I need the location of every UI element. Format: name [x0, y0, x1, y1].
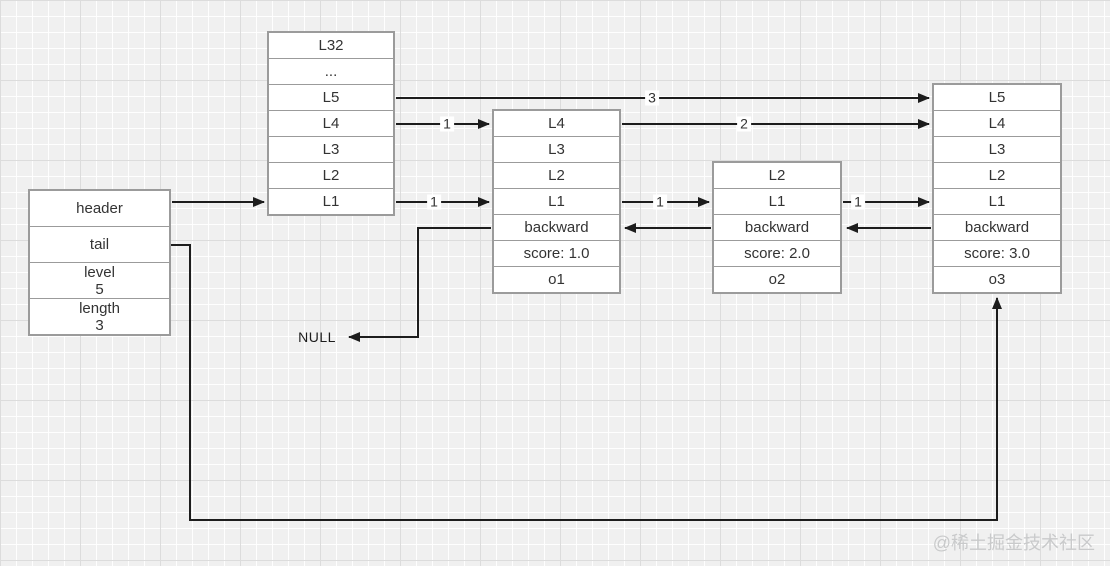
span-count-label-l4-a: 1 [440, 116, 454, 132]
cell-l32: L32 [318, 37, 344, 54]
level-field-label: level [84, 263, 115, 281]
span-count-label-l4-b: 2 [737, 116, 751, 132]
span-count-label-l1-c: 1 [851, 194, 865, 210]
arrow-tail-to-node3 [171, 244, 1002, 521]
span-count-label-l1-a: 1 [427, 194, 441, 210]
node1-cell-score: score: 1.0 [494, 240, 619, 266]
length-field-value: 3 [95, 316, 104, 334]
node1-cell-l3: L3 [494, 136, 619, 162]
length-field-label: length [79, 299, 120, 317]
cell-l1: L1 [269, 188, 393, 214]
node3-cell-score: score: 3.0 [934, 240, 1060, 266]
node2-cell-l1: L1 [714, 188, 840, 214]
skiplist-node-3: L5 L4 L3 L2 L1 backward score: 3.0 o3 [932, 83, 1062, 294]
length-field: length 3 [30, 298, 169, 334]
arrow-backward-node1-to-null [348, 227, 491, 342]
level-field: level 5 [30, 262, 169, 298]
node1-cell-backward: backward [494, 214, 619, 240]
null-label: NULL [298, 329, 336, 345]
header-field-label: header [76, 200, 123, 217]
cell-l2: L2 [269, 162, 393, 188]
cell-l5: L5 [269, 84, 393, 110]
node3-cell-l5: L5 [988, 89, 1006, 106]
span-count-label-l1-b: 1 [653, 194, 667, 210]
header-struct-box: header tail level 5 length 3 [28, 189, 171, 336]
level-field-value: 5 [95, 280, 104, 298]
tail-field: tail [30, 226, 169, 262]
node3-cell-backward: backward [934, 214, 1060, 240]
node3-cell-l2: L2 [934, 162, 1060, 188]
tail-field-label: tail [89, 236, 110, 253]
cell-l3: L3 [269, 136, 393, 162]
node3-cell-l3: L3 [934, 136, 1060, 162]
node2-cell-obj: o2 [714, 266, 840, 292]
watermark: @稀土掘金技术社区 [932, 533, 1095, 553]
node2-cell-backward: backward [714, 214, 840, 240]
header-field: header [30, 191, 169, 226]
node1-cell-l1: L1 [494, 188, 619, 214]
node1-cell-l2: L2 [494, 162, 619, 188]
node1-cell-obj: o1 [494, 266, 619, 292]
cell-l4: L4 [269, 110, 393, 136]
node2-cell-l2: L2 [768, 167, 786, 184]
node2-cell-score: score: 2.0 [714, 240, 840, 266]
header-level-column: L32 ... L5 L4 L3 L2 L1 [267, 31, 395, 216]
skiplist-node-2: L2 L1 backward score: 2.0 o2 [712, 161, 842, 294]
cell-ellipsis: ... [269, 58, 393, 84]
node1-cell-l4: L4 [548, 115, 565, 132]
node3-cell-l1: L1 [934, 188, 1060, 214]
span-count-label-l5: 3 [645, 90, 659, 106]
node3-cell-l4: L4 [934, 110, 1060, 136]
node3-cell-obj: o3 [934, 266, 1060, 292]
skiplist-node-1: L4 L3 L2 L1 backward score: 1.0 o1 [492, 109, 621, 294]
